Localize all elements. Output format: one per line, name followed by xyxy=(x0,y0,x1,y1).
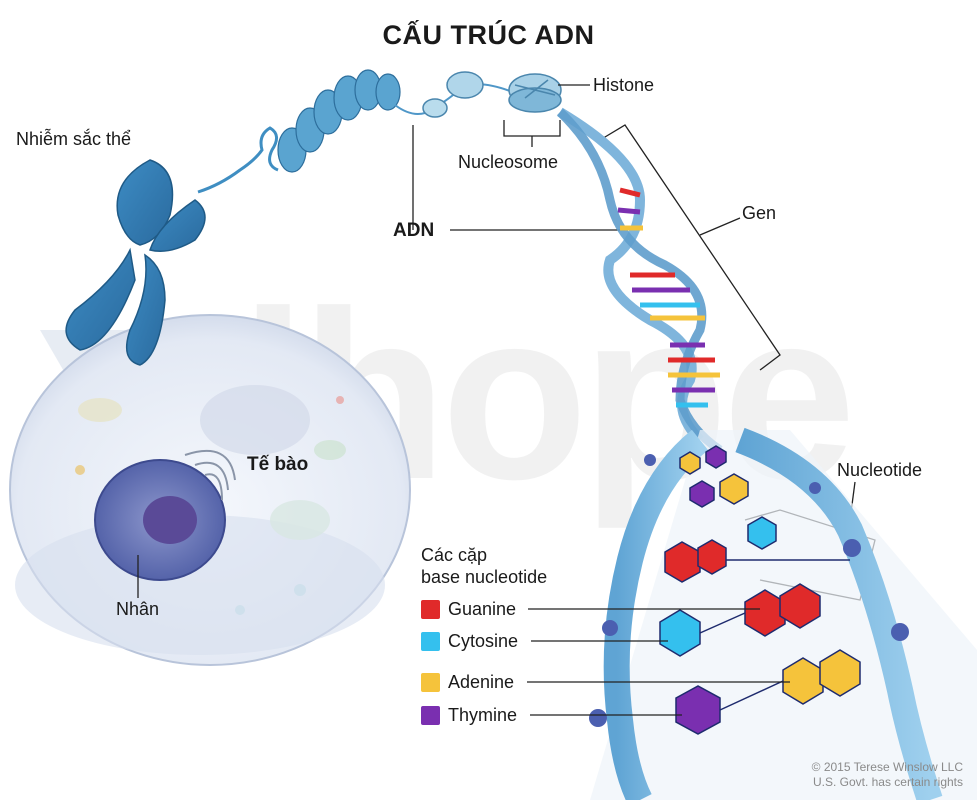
credit-line2: U.S. Govt. has certain rights xyxy=(812,775,963,789)
diagram-title: CẤU TRÚC ADN xyxy=(382,20,595,50)
label-chromosome: Nhiễm sắc thể xyxy=(16,129,132,149)
legend-label: Thymine xyxy=(448,704,518,725)
label-dna: ADN xyxy=(393,220,435,241)
label-nucleus: Nhân xyxy=(116,599,160,619)
legend-leader-lines xyxy=(137,555,790,716)
chromosome-illustration xyxy=(65,159,206,366)
nucleosome-beads xyxy=(422,71,562,118)
legend-label: Guanine xyxy=(448,598,517,619)
cell-illustration xyxy=(9,314,411,666)
legend-heading-line2: base nucleotide xyxy=(421,567,548,587)
chromatin-fiber xyxy=(197,126,279,194)
copyright-credit: © 2015 Terese Winslow LLC U.S. Govt. has… xyxy=(812,760,963,790)
label-nucleosome: Nucleosome xyxy=(458,152,559,172)
legend-item-guanine: Guanine xyxy=(421,598,516,620)
cytosine-swatch xyxy=(421,631,440,651)
legend-label: Adenine xyxy=(448,671,515,692)
credit-line1: © 2015 Terese Winslow LLC xyxy=(811,760,963,774)
dna-strand-upper xyxy=(394,83,521,115)
legend-item-thymine: Thymine xyxy=(421,704,517,726)
backbone-strands xyxy=(603,427,943,800)
label-nucleotide: Nucleotide xyxy=(837,460,923,480)
phosphate-spheres xyxy=(589,454,909,727)
label-histone: Histone xyxy=(593,75,655,95)
legend-item-cytosine: Cytosine xyxy=(421,630,518,652)
dna-double-helix xyxy=(556,107,723,454)
legend-heading-line1: Các cặp xyxy=(421,545,488,565)
base-pairs xyxy=(659,445,861,735)
legend-item-adenine: Adenine xyxy=(421,671,514,693)
guanine-swatch xyxy=(421,599,440,619)
legend-label: Cytosine xyxy=(448,630,519,651)
thymine-swatch xyxy=(421,705,440,725)
label-cell: Tế bào xyxy=(247,454,309,475)
legend-heading: Các cặp base nucleotide xyxy=(421,544,547,588)
supercoil xyxy=(277,69,401,173)
adenine-swatch xyxy=(421,672,440,692)
label-gene: Gen xyxy=(742,203,777,223)
